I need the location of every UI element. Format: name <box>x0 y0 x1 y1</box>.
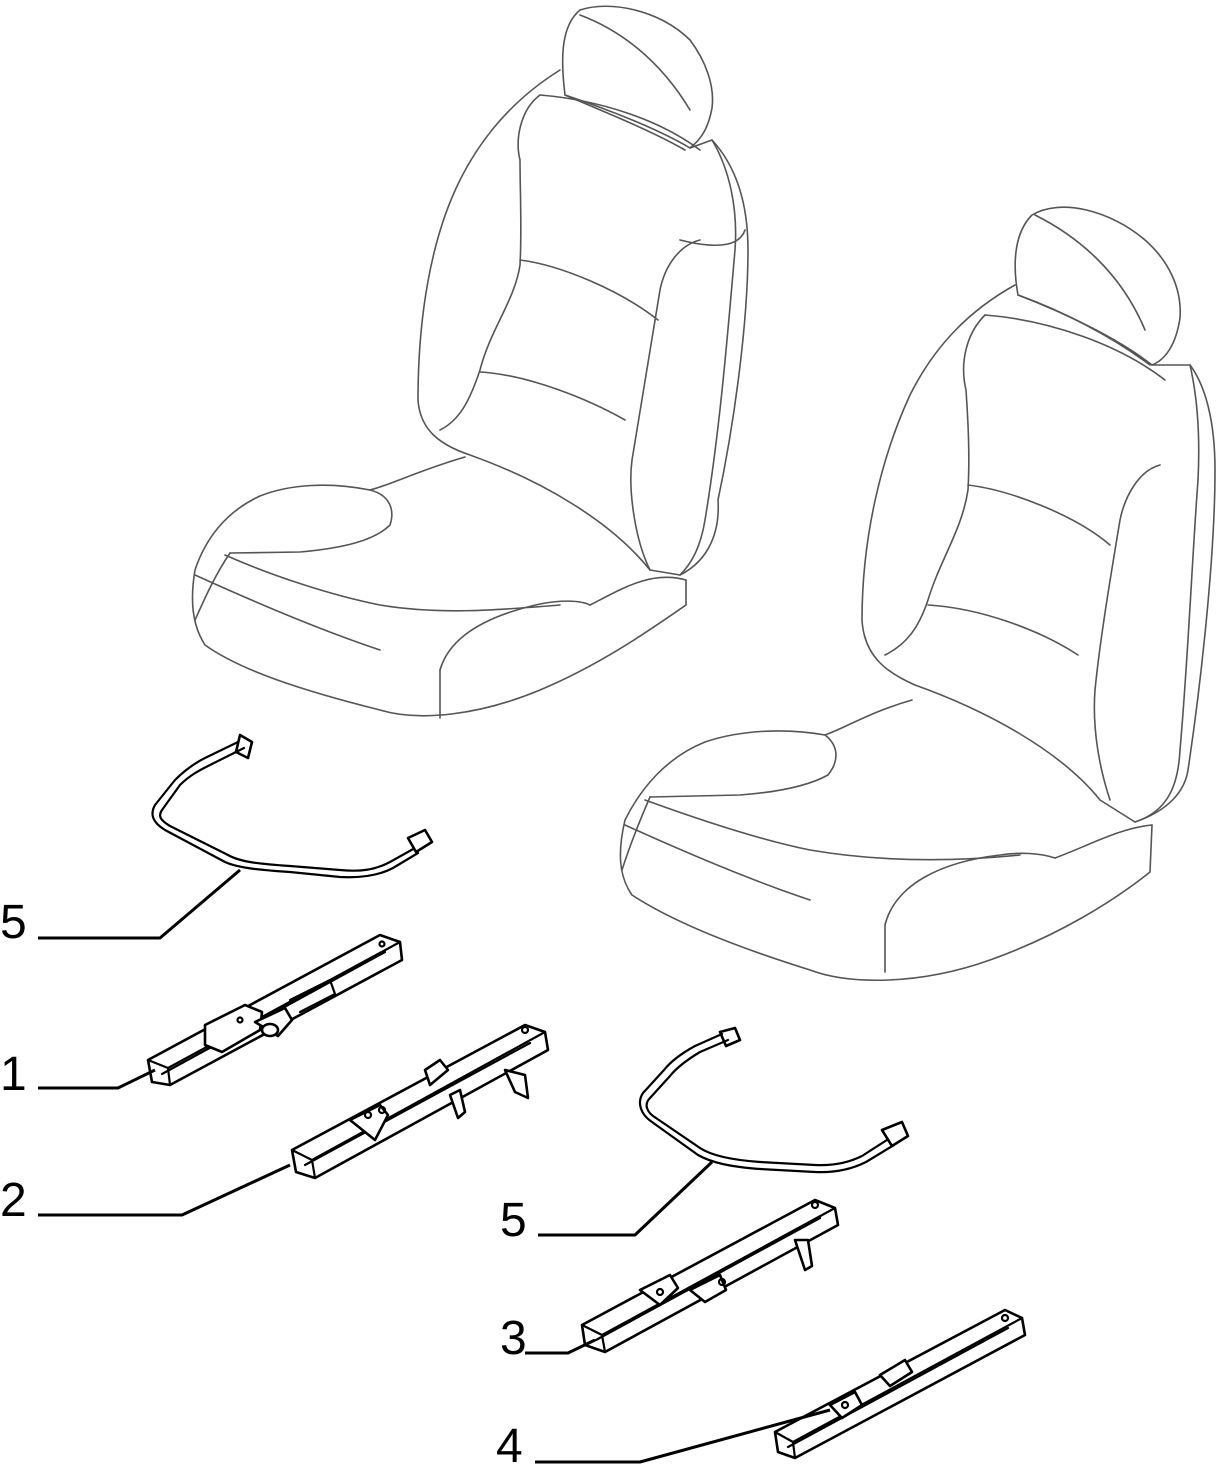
leader-4 <box>535 1408 831 1464</box>
callout-leaders <box>38 868 831 1464</box>
leader-2 <box>38 1163 291 1217</box>
callout-number: 4 <box>496 1420 523 1464</box>
callout-number: 1 <box>0 1048 27 1101</box>
left-seat-illustration <box>191 5 749 719</box>
leader-5b <box>538 1160 714 1237</box>
right-seat-illustration <box>619 206 1216 982</box>
part-4-seat-rail <box>773 1308 1027 1460</box>
part-5-tube-bracket-left <box>151 733 434 879</box>
part-1-seat-rail <box>146 933 404 1087</box>
part-5-tube-bracket-right <box>638 1026 910 1174</box>
callout-number: 3 <box>500 1312 527 1365</box>
leader-5a <box>38 868 241 940</box>
callout-number: 2 <box>0 1174 27 1227</box>
leader-3 <box>525 1338 596 1355</box>
part-2-seat-rail <box>290 1023 550 1180</box>
callout-number: 5 <box>500 1194 527 1247</box>
part-3-seat-rail <box>580 1198 840 1354</box>
leader-1 <box>38 1068 156 1090</box>
callout-number: 5 <box>0 896 27 949</box>
callout-numbers: 5 1 2 5 3 4 <box>0 896 527 1464</box>
